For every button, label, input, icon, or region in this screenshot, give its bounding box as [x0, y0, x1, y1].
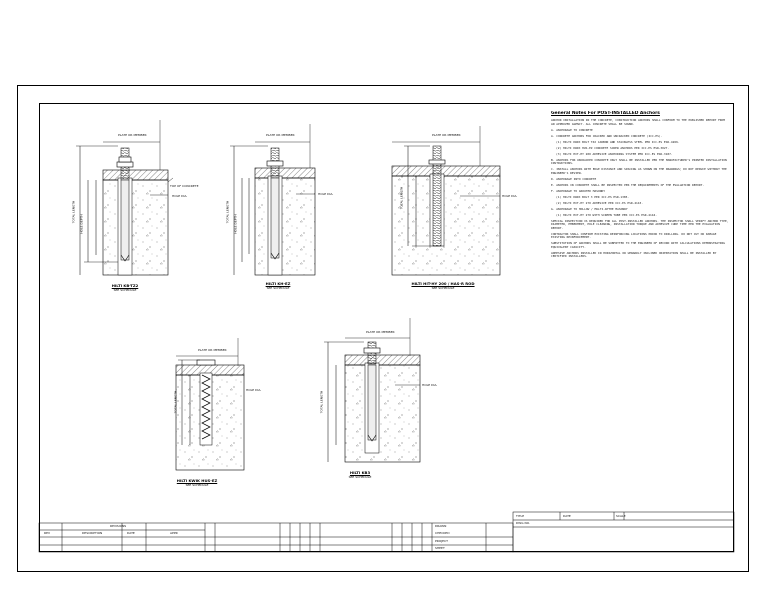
callout-plate-1: PLATE OR MEMBER: [118, 133, 147, 137]
tb-scale: SCALE: [616, 514, 626, 518]
detail-subtitle-5: SEE SCHEDULE: [348, 475, 372, 479]
note-paragraph: A. ANCHORAGE TO CONCRETE: [551, 127, 593, 132]
detail-subtitle-2: SEE SCHEDULE: [266, 286, 290, 290]
dim-total-3: TOTAL LENGTH: [399, 186, 404, 210]
callout-plate-4: PLATE OR MEMBER: [198, 348, 227, 352]
callout-hole-4: HOLE DIA.: [246, 388, 262, 392]
note-paragraph: SUBSTITUTION OF ANCHORS SHALL BE SUBMITT…: [551, 241, 726, 249]
note-paragraph: D. ANCHORAGE INTO CONCRETE: [551, 176, 597, 181]
drawing-frame: [39, 103, 734, 552]
rev-col-rev: REV: [44, 531, 51, 535]
note-paragraph: C. INSTALL ANCHORS WITH EDGE DISTANCE AN…: [551, 167, 727, 175]
detail-subtitle-3: SEE SCHEDULE: [431, 286, 455, 290]
detail-caption-5: HILTI KB3 SEE SCHEDULE: [340, 470, 380, 479]
rev-col-appr: APPR: [170, 531, 178, 535]
detail-kb-tz2: [76, 120, 174, 288]
tb-project: PROJECT: [435, 539, 448, 543]
note-paragraph: ANCHOR INSTALLATION IN THE CONCRETE, CON…: [551, 118, 726, 126]
note-paragraph: (3) HILTI HIT-HY 200 ADHESIVE ANCHORING …: [556, 151, 673, 156]
note-paragraph: (2) HILTI KWIK HUS-EZ CONCRETE SCREW ANC…: [556, 145, 670, 150]
notes-title: General Notes For POST-INSTALLED Anchors: [551, 111, 660, 116]
rev-col-desc: DESCRIPTION: [82, 531, 103, 535]
detail-title-2: HILTI KH-EZ: [265, 281, 291, 286]
callout-plate-5: PLATE OR MEMBER: [366, 330, 395, 334]
note-paragraph: A. CONCRETE ANCHORS FOR CRACKED AND UNCR…: [551, 133, 663, 138]
tb-drawn: DRAWN: [435, 524, 447, 528]
tb-sheet: SHEET: [435, 546, 445, 550]
dim-total-5: TOTAL LENGTH: [319, 390, 324, 414]
callout-hole-2: HOLE DIA.: [318, 192, 334, 196]
dim-total-2: TOTAL LENGTH: [225, 200, 230, 224]
detail-kb3: [324, 318, 421, 463]
callout-hole-1: HOLE DIA.: [172, 194, 188, 198]
note-paragraph: (1) HILTI KWIK BOLT TZ2 CARBON AND STAIN…: [556, 139, 680, 144]
general-notes: General Notes For POST-INSTALLED Anchors…: [551, 111, 729, 511]
drawing-sheet-border: [17, 85, 749, 572]
note-paragraph: CONTRACTOR SHALL CONFIRM EXISTING REINFO…: [551, 231, 717, 239]
note-paragraph: G. ANCHORAGE TO HOLLOW / MULTI-WYTHE MAS…: [551, 206, 628, 211]
detail-caption-4: HILTI KWIK HUS-EZ SEE SCHEDULE: [172, 478, 222, 487]
tb-checked: CHECKED: [435, 531, 450, 535]
detail-caption-2: HILTI KH-EZ SEE SCHEDULE: [258, 281, 298, 290]
callout-plate-2: PLATE OR MEMBER: [266, 133, 295, 137]
callout-topconc-1: TOP OF CONCRETE: [170, 184, 199, 188]
detail-kh-ez: [230, 124, 316, 276]
callout-hole-5: HOLE DIA.: [422, 383, 438, 387]
note-paragraph: F. ANCHORAGE TO GROUTED MASONRY: [551, 188, 605, 193]
detail-title-1: HILTI KB-TZ2: [111, 283, 139, 288]
dim-total-4: TOTAL LENGTH: [173, 390, 178, 414]
tb-date: DATE: [563, 514, 571, 518]
callout-plate-3: PLATE OR MEMBER: [432, 133, 461, 137]
detail-title-4: HILTI KWIK HUS-EZ: [176, 478, 218, 483]
note-paragraph: E. ANCHORS IN CONCRETE SHALL BE INSPECTE…: [551, 182, 705, 187]
note-paragraph: B. ANCHORS FOR UNCRACKED CONCRETE ONLY S…: [551, 157, 727, 165]
note-paragraph: ADHESIVE ANCHORS INSTALLED IN HORIZONTAL…: [551, 250, 717, 258]
note-paragraph: (2) HILTI HIT-HY 270 ADHESIVE PER ICC-ES…: [556, 200, 644, 205]
detail-title-3: HILTI HIT-HY 200 / HAS-R ROD: [411, 281, 475, 286]
tb-title: TITLE: [516, 514, 525, 518]
detail-hit-hy200: [391, 126, 501, 276]
dim-total-1: TOTAL LENGTH: [71, 200, 76, 224]
detail-subtitle-1: SEE SCHEDULE: [113, 288, 137, 292]
revisions-title: REVISIONS: [110, 524, 127, 528]
detail-caption-3: HILTI HIT-HY 200 / HAS-R ROD SEE SCHEDUL…: [398, 281, 488, 290]
callout-hole-3: HOLE DIA.: [502, 194, 518, 198]
rev-col-date: DATE: [127, 531, 135, 535]
detail-caption-1: HILTI KB-TZ2 SEE SCHEDULE: [105, 283, 145, 292]
detail-title-5: HILTI KB3: [349, 470, 371, 475]
dim-hole-1: HOLE DEPTH: [79, 214, 84, 234]
detail-kwik-hus-ez: [175, 338, 245, 471]
note-paragraph: SPECIAL INSPECTION IS REQUIRED FOR ALL P…: [551, 218, 729, 230]
note-paragraph: (1) HILTI KWIK BOLT 3 PER ICC-ES ESR-138…: [556, 194, 630, 199]
dim-hole-2: HOLE DEPTH: [233, 214, 238, 234]
title-block-frame: [512, 511, 735, 553]
detail-subtitle-4: SEE SCHEDULE: [185, 483, 209, 487]
note-paragraph: (1) HILTI HIT-HY 270 WITH SCREEN TUBE PE…: [556, 212, 657, 217]
tb-dwg: DWG NO.: [516, 521, 530, 525]
